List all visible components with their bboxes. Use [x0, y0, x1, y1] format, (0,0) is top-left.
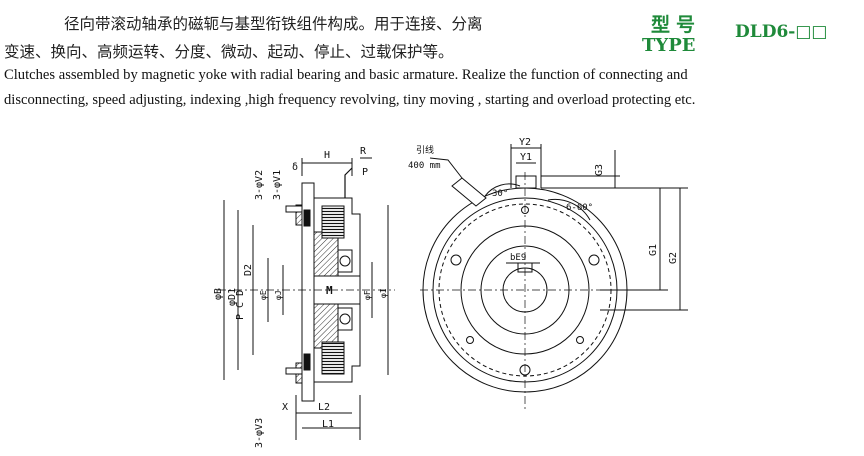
- dim-phi-f: φF: [363, 290, 372, 300]
- dim-3-v2: 3-φV2: [254, 170, 265, 200]
- dim-l1: L1: [322, 419, 334, 430]
- dim-d1: φD1: [227, 288, 238, 306]
- front-view-labels: 引线 400 mm Y2 Y1 G3 30° 6-60° G1 G2 bE9: [408, 137, 679, 264]
- type-label-chinese: 型号: [651, 14, 702, 36]
- bearing-upper: [337, 249, 353, 273]
- lead-label: 引线: [416, 144, 434, 156]
- type-label-english: TYPE: [642, 35, 696, 56]
- dim-g1: G1: [648, 244, 659, 256]
- dim-3-v3: 3-φV3: [254, 418, 265, 448]
- chinese-description-line-1: 径向带滚动轴承的磁轭与基型衔铁组件构成。用于连接、分离: [64, 15, 483, 33]
- bore: [502, 267, 548, 313]
- english-description-line-1: Clutches assembled by magnetic yoke with…: [4, 67, 688, 83]
- dim-3-v1: 3-φV1: [272, 170, 283, 200]
- dim-pcd: P C D: [235, 290, 246, 320]
- dim-m: M: [326, 284, 333, 297]
- dim-r: R: [360, 146, 367, 157]
- dim-delta: δ: [292, 162, 298, 173]
- dim-g3: G3: [594, 164, 605, 176]
- dim-g2: G2: [668, 252, 679, 264]
- dim-y2: Y2: [519, 137, 531, 148]
- dim-x: X: [282, 402, 288, 413]
- side-section-view: [218, 157, 395, 440]
- angle-6-60: 6-60°: [566, 203, 593, 213]
- coil-upper: [321, 205, 345, 239]
- dim-y1: Y1: [520, 152, 532, 163]
- coil-lower: [321, 341, 345, 375]
- dim-phi-j: φJ: [274, 290, 283, 300]
- dim-l2: L2: [318, 402, 330, 413]
- dim-p: P: [362, 167, 368, 178]
- english-description-line-2: disconnecting, speed adjusting, indexing…: [4, 92, 696, 108]
- bearing-lower: [337, 307, 353, 331]
- angle-30: 30°: [492, 189, 508, 199]
- side-view-labels: H R P δ 3-φV2 3-φV1 φB P C D φD1 D2 M φE…: [213, 146, 388, 448]
- dim-phi-i: φI: [379, 288, 388, 298]
- magnetic-yoke: [313, 197, 361, 383]
- dim-d2: D2: [243, 264, 254, 276]
- front-view: [420, 144, 688, 410]
- chinese-description-line-2: 变速、换向、高频运转、分度、微动、起动、停止、过载保护等。: [4, 43, 454, 61]
- dim-h: H: [324, 150, 330, 161]
- lead-length: 400 mm: [408, 161, 441, 171]
- dim-phi-b: φB: [213, 288, 224, 300]
- dim-phi-e: φE: [259, 290, 268, 300]
- dim-be9: bE9: [510, 253, 526, 263]
- model-number: DLD6-□□: [735, 22, 828, 42]
